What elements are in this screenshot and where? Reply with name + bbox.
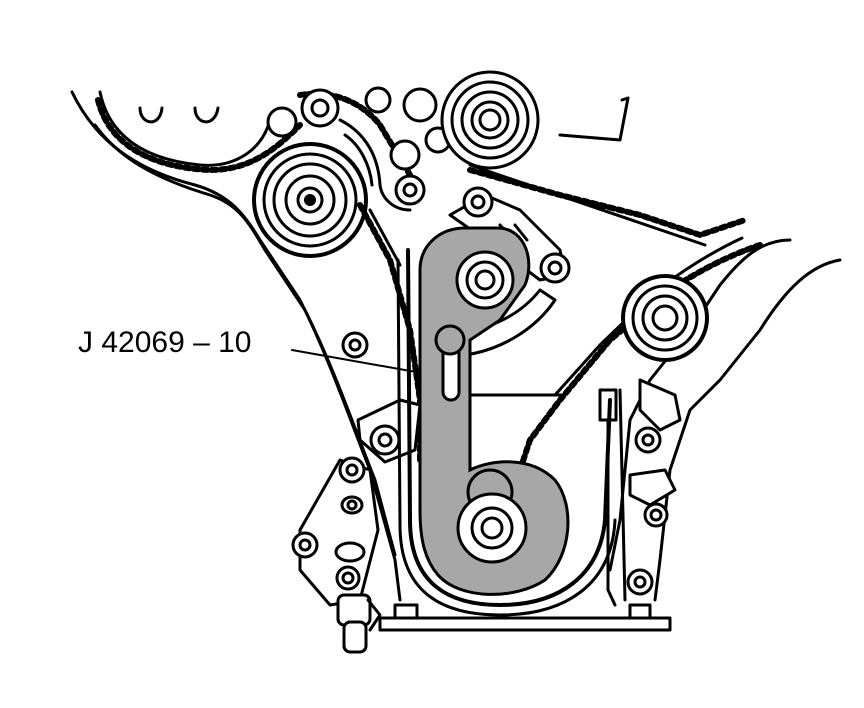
right-timing-chain — [467, 163, 763, 473]
engine-cover-outline — [70, 90, 842, 602]
tool-callout-label: J 42069 – 10 — [78, 326, 251, 359]
left-camshaft-sprocket — [98, 90, 272, 167]
crankshaft-nose — [336, 593, 382, 654]
intermediate-sprocket — [252, 142, 368, 258]
upper-right-sprocket — [440, 70, 540, 170]
upper-idler-gear-cluster — [266, 86, 452, 212]
special-tool-j42069-10 — [418, 226, 570, 596]
oil-pump-drive-bracket — [291, 456, 380, 607]
right-chain-tensioner — [598, 378, 682, 607]
right-camshaft-sprocket — [621, 274, 709, 362]
lower-chain-loop — [396, 248, 617, 617]
base-plate — [378, 603, 672, 632]
left-chain-guide — [341, 331, 422, 464]
upper-timing-chain — [95, 90, 413, 178]
tool-callout: J 42069 – 10 — [78, 326, 417, 373]
